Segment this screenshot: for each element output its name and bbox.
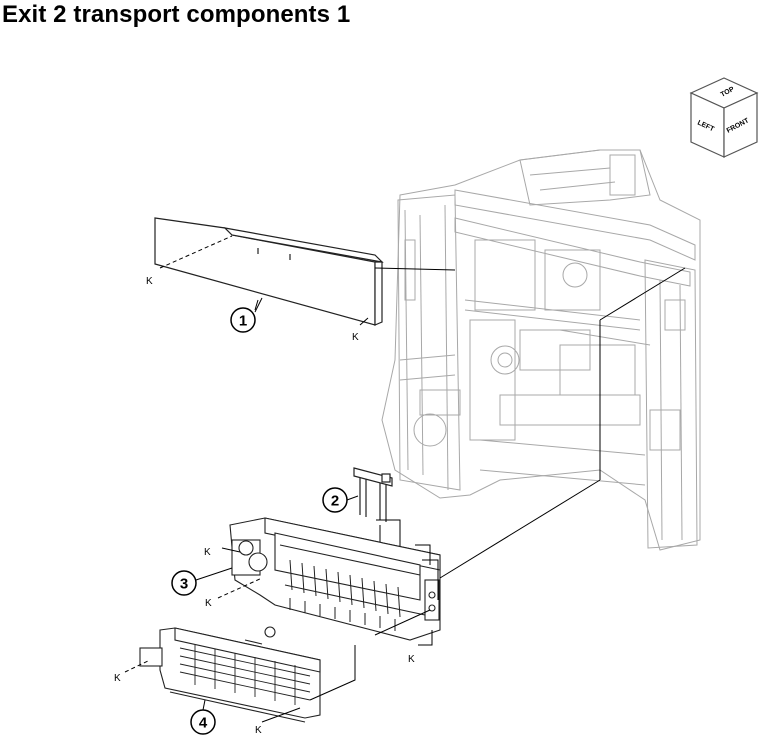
part-3-exit-transport <box>229 517 441 641</box>
page-title: Exit 2 transport components 1 <box>2 1 351 28</box>
callout-1-leader <box>254 297 263 313</box>
orientation-cube: TOP LEFT FRONT <box>689 77 759 158</box>
part-3-ref-lines <box>217 267 686 646</box>
ref-k-3: K <box>204 547 211 558</box>
ref-k-7: K <box>255 725 262 736</box>
part-1-cover <box>154 217 384 326</box>
callout-2-label: 2 <box>331 493 339 510</box>
callout-4: 4 <box>190 699 216 735</box>
part-4-lower-guide <box>139 626 321 723</box>
callout-3: 3 <box>171 567 233 596</box>
callout-2: 2 <box>322 487 359 513</box>
part-2-actuator <box>353 467 393 522</box>
callout-1: 1 <box>230 307 256 333</box>
part-1-ref-lines <box>159 235 456 326</box>
ref-k-1: K <box>146 276 153 287</box>
callout-3-label: 3 <box>180 576 188 593</box>
printer-frame <box>381 149 701 551</box>
ref-k-2: K <box>352 332 359 343</box>
ref-k-6: K <box>114 673 121 684</box>
ref-k-5: K <box>408 654 415 665</box>
callout-1-label: 1 <box>239 313 247 330</box>
part-4-ref-lines <box>124 645 356 723</box>
ref-k-4: K <box>205 598 212 609</box>
callout-4-label: 4 <box>199 715 208 732</box>
